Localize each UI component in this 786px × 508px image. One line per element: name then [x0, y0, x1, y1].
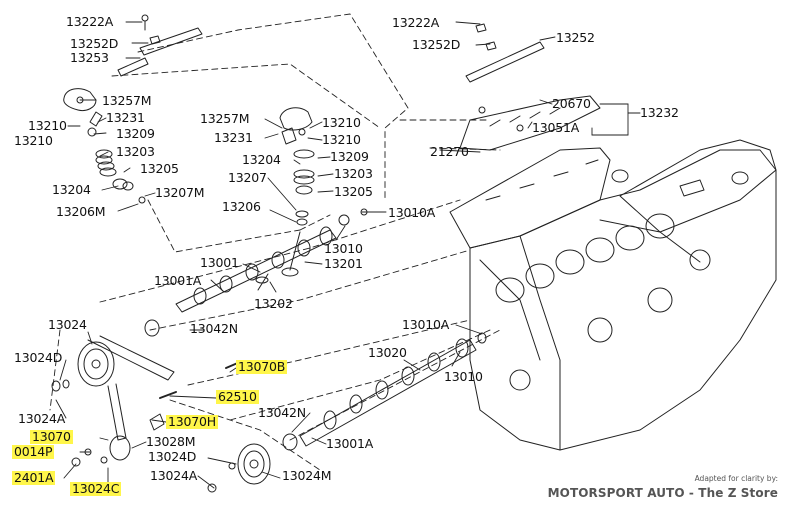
part-label-13210-mid-a: 13210 [322, 115, 361, 130]
part-label-13024: 13024 [48, 317, 87, 332]
part-label-13203-mid: 13203 [334, 166, 373, 181]
part-label-13024c: 13024C [70, 481, 122, 496]
left-rocker-shaft-group [63, 14, 203, 204]
part-label-13001a-upper: 13001A [154, 273, 202, 288]
part-label-13222a-left: 13222A [66, 14, 114, 29]
upper-camshaft [144, 226, 337, 337]
part-label-13252: 13252 [556, 30, 595, 45]
part-label-13051a: 13051A [532, 120, 580, 135]
middle-valve-group [255, 107, 368, 291]
part-label-13207m: 13207M [155, 185, 205, 200]
part-label-13210-left-b: 13210 [14, 133, 53, 148]
part-label-13070: 13070 [30, 429, 73, 444]
part-label-13024a-bottom: 13024A [150, 468, 198, 483]
credit-brand: MOTORSPORT AUTO - The Z Store [547, 486, 778, 500]
part-label-13001a-lower: 13001A [326, 436, 374, 451]
part-label-13231-mid: 13231 [214, 130, 253, 145]
part-label-13232: 13232 [640, 105, 679, 120]
part-label-13024d-left: 13024D [14, 350, 63, 365]
part-label-13206: 13206 [222, 199, 261, 214]
part-label-13222a-right: 13222A [392, 15, 440, 30]
part-label-13024a-left: 13024A [18, 411, 66, 426]
part-label-13210-left-a: 13210 [28, 118, 67, 133]
part-label-62510: 62510 [216, 389, 259, 404]
part-label-13042n-upper: 13042N [190, 321, 238, 336]
engine-block-outline [449, 23, 777, 451]
part-label-13024d-bottom: 13024D [148, 449, 197, 464]
part-label-13204-mid: 13204 [242, 152, 281, 167]
part-label-0014p: 0014P [12, 444, 55, 459]
part-label-13252d-left: 13252D [70, 36, 119, 51]
part-label-13201: 13201 [324, 256, 363, 271]
part-label-13205-left: 13205 [140, 161, 179, 176]
part-label-13257m-left: 13257M [102, 93, 152, 108]
part-label-13209-left: 13209 [116, 126, 155, 141]
part-label-13209-mid: 13209 [330, 149, 369, 164]
part-label-13001: 13001 [200, 255, 239, 270]
part-label-13207: 13207 [228, 170, 267, 185]
part-label-13024m: 13024M [282, 468, 332, 483]
part-label-20670: 20670 [552, 96, 591, 111]
part-label-13010-upper: 13010 [324, 241, 363, 256]
part-label-13203-left: 13203 [116, 144, 155, 159]
part-label-13205-mid: 13205 [334, 184, 373, 199]
timing-chain-group [51, 335, 271, 493]
part-label-13070b: 13070B [236, 359, 288, 374]
part-label-13010a-lower: 13010A [402, 317, 450, 332]
part-label-13010-lower: 13010 [444, 369, 483, 384]
part-label-13010a-upper: 13010A [388, 205, 436, 220]
part-label-13070h: 13070H [166, 414, 218, 429]
part-label-13020: 13020 [368, 345, 407, 360]
part-label-13202: 13202 [254, 296, 293, 311]
part-label-2401a: 2401A [12, 470, 56, 485]
part-label-13253: 13253 [70, 50, 109, 65]
part-label-13206m: 13206M [56, 204, 106, 219]
part-label-21270: 21270 [430, 144, 469, 159]
part-label-13252d-right: 13252D [412, 37, 461, 52]
part-label-13231-left: 13231 [106, 110, 145, 125]
part-label-13204-left: 13204 [52, 182, 91, 197]
lower-camshaft [282, 332, 487, 451]
dashed-guides [49, 13, 501, 471]
part-label-13028m: 13028M [146, 434, 196, 449]
part-label-13042n-lower: 13042N [258, 405, 306, 420]
part-label-13257m-mid: 13257M [200, 111, 250, 126]
credit-caption: Adapted for clarity by: [694, 474, 778, 483]
part-label-13210-mid-b: 13210 [322, 132, 361, 147]
